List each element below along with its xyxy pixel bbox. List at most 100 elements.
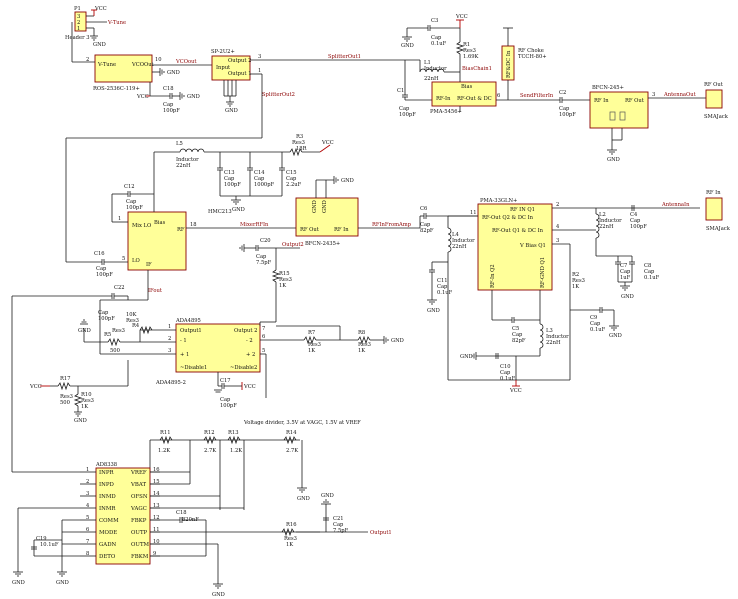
c20-type: Cap [256, 254, 267, 260]
bfcn245-part: BFCN-245+ [592, 85, 624, 91]
mixer-body [127, 211, 187, 271]
ifout-net: IFout [148, 288, 163, 294]
c18-val: 100pF [163, 108, 180, 114]
pma-bias: Bias [461, 84, 473, 90]
ad8338-pin-label-right: VBAT [130, 482, 146, 488]
c10-val: 0.1uF [500, 376, 516, 382]
c9-des: C9 [590, 315, 597, 321]
svg-text:5: 5 [122, 256, 125, 262]
svg-text:11: 11 [470, 210, 477, 216]
pma5456-block: GND C3 Cap 0.1uF VCC R1 Res3 1.69K BiasC… [397, 14, 590, 118]
r5-val: 500 [110, 348, 120, 354]
r1-type: Res3 [463, 48, 476, 54]
gnd-label-r5: GND [78, 328, 91, 334]
bfcn245-rfin: RF In [594, 98, 609, 104]
svg-text:5: 5 [262, 348, 265, 354]
smajack-out-body [705, 89, 723, 109]
vco-vtune-pin: V-Tune [97, 62, 116, 68]
r17-type: Res3 [60, 394, 73, 400]
ada-out1: Output1 [180, 328, 202, 334]
ad8338-pin-num-left: 4 [86, 503, 90, 509]
svg-text:6: 6 [497, 93, 500, 99]
c3-type: Cap [431, 35, 442, 41]
r2-type: Res3 [572, 278, 585, 284]
c5-val: 82pF [512, 338, 526, 344]
ad8338-pin-label-left: INMR [99, 506, 116, 512]
svg-text:2: 2 [168, 336, 171, 342]
gnd-label-comm: GND [12, 580, 25, 586]
c4-type: Cap [630, 218, 641, 224]
c22-des: C22 [114, 285, 125, 291]
svg-text:3: 3 [168, 348, 171, 354]
pma-rfout: RF-Out & DC [457, 96, 492, 102]
vcc-label-4: VCC [321, 140, 334, 146]
c18b-des: C18 [176, 510, 187, 516]
r7-des: R7 [308, 330, 315, 336]
pma33-part: PMA-33GLN+ [480, 198, 517, 204]
ada-m1: - 1 [180, 338, 187, 344]
r5-des: R5 [104, 332, 111, 338]
ad8338-pin-num-left: 1 [86, 467, 89, 473]
bfcn245-body [589, 91, 649, 129]
c21-des: C21 [333, 516, 344, 522]
r3-val: 18R [296, 146, 308, 152]
rfin-conn: RF In [706, 190, 721, 196]
c9-val: 0.1uF [590, 327, 606, 333]
vco-part: ROS-2536C-119+ [93, 86, 140, 92]
vco-out-pin: VCOOut [131, 62, 155, 68]
ad8338-part: AD8338 [95, 462, 117, 468]
vtune-net: V-Tune [107, 20, 126, 26]
gnd-label-c13: GND [232, 207, 245, 213]
c22-type: Cap [98, 310, 109, 316]
ad8338-pin-label-right: OUTP [131, 530, 148, 536]
c17-val: 100pF [220, 403, 237, 409]
ad8338-pin-label-left: GADN [99, 542, 117, 548]
gnd-label-c11: GND [427, 308, 440, 314]
mixer-bias-lbl: Bias [154, 220, 166, 226]
ada4895-block: ADA4895 Output1 - 1 + 1 ~Disable1 Output… [11, 285, 404, 472]
svg-text:2: 2 [556, 202, 559, 208]
ad8338-pin-label-right: VAGC [130, 506, 147, 512]
ad8338-pin-label-left: COMM [99, 518, 119, 524]
r10-val: 1K [81, 404, 88, 410]
bfcn2435-rfout: RF Out [300, 227, 320, 233]
r14-val: 2.7K [286, 448, 298, 454]
c13-des: C13 [224, 170, 235, 176]
gnd-label-r14: GND [297, 496, 310, 502]
ad8338-pin-num-right: 11 [153, 527, 160, 533]
ad8338-pin-label-left: INPD [99, 482, 114, 488]
r8-des: R8 [358, 330, 365, 336]
c21-val: 7.5pF [333, 528, 349, 534]
c12-des: C12 [124, 184, 135, 190]
gnd-label-splitter: GND [225, 108, 238, 114]
r7-type: Res3 [308, 342, 321, 348]
ad8338-pin-num-left: 8 [86, 551, 89, 557]
ad8338-pin-num-left: 2 [86, 479, 89, 485]
r11-val: 1.2K [158, 448, 170, 454]
antennaout-net: AntennaOut [663, 92, 697, 98]
ad8338-pin-num-right: 15 [153, 479, 160, 485]
r11-des: R11 [160, 430, 171, 436]
r2-val: 1K [572, 284, 579, 290]
vco-body [94, 54, 153, 83]
svg-text:1: 1 [118, 216, 121, 222]
splitter-out1: Output 1 [228, 71, 251, 77]
header3-label: Header 3 [65, 35, 90, 41]
r13-des: R13 [228, 430, 239, 436]
c6-des: C6 [420, 206, 427, 212]
r8-type: Res3 [358, 342, 371, 348]
c20-des: C20 [260, 238, 271, 244]
mixerrfin-net: MixerRFIn [240, 222, 269, 228]
bfcn245-rfout: RF Out [625, 98, 645, 104]
svg-text:18: 18 [190, 222, 197, 228]
pma33-rfout-q1: RF-Out Q1 & DC In [492, 228, 544, 234]
c3-des: C3 [431, 18, 438, 24]
pma33-rfin-q2: RF-In Q2 [490, 264, 496, 288]
r5-type: Res3 [112, 328, 125, 334]
r8-val: 1K [358, 348, 365, 354]
splitter-part: SP-2U2+ [211, 49, 235, 55]
